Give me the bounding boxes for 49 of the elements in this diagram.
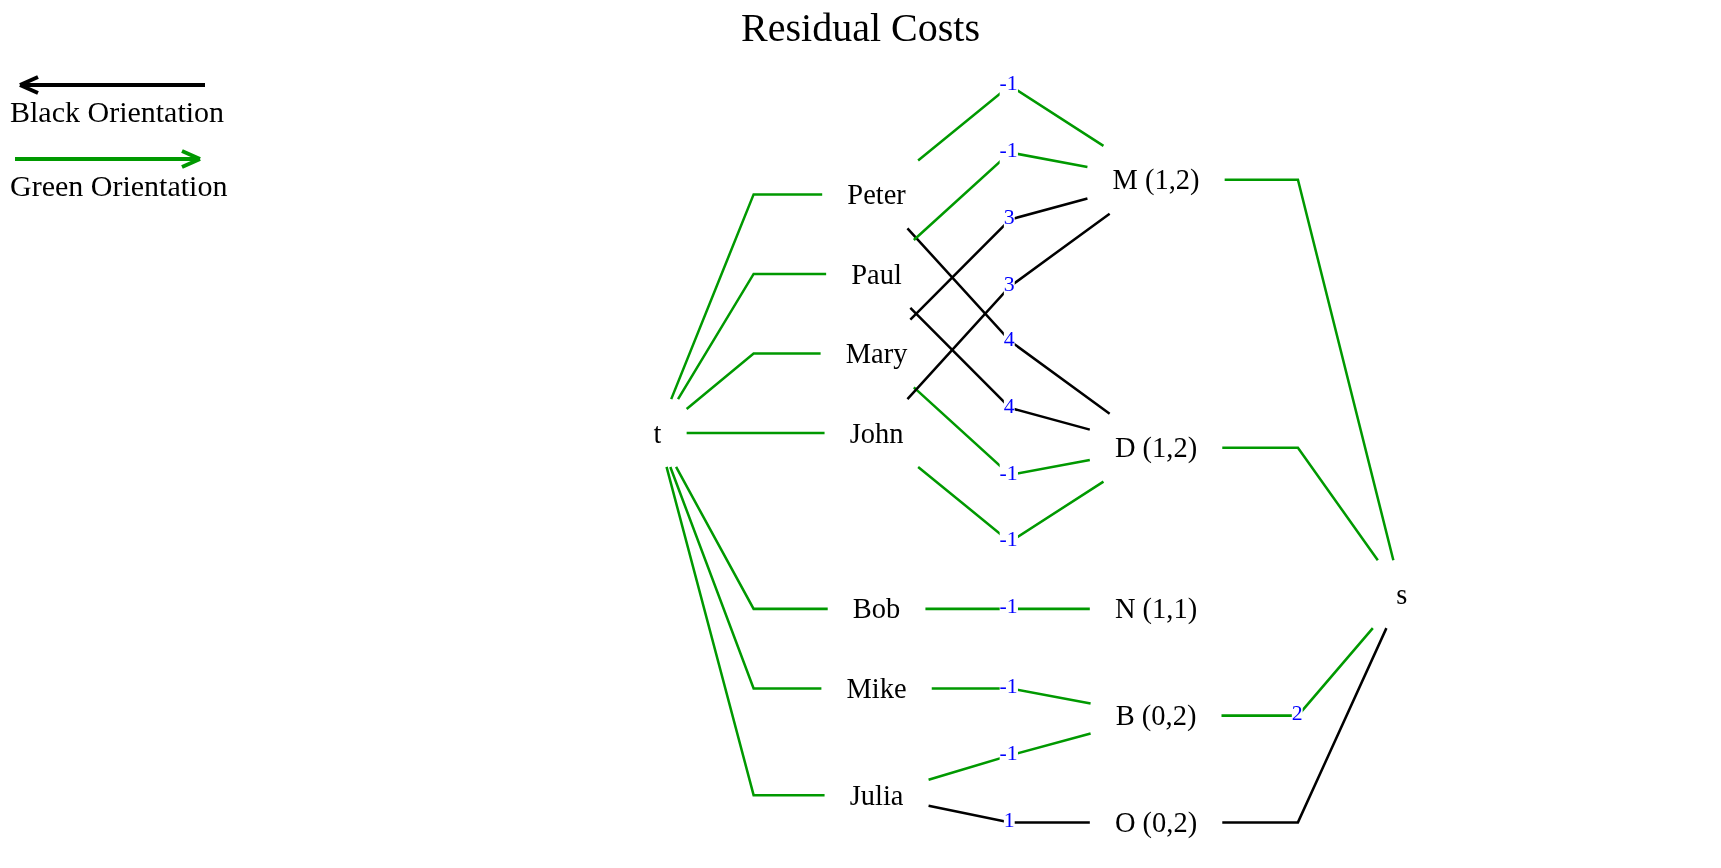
edge-label: 3 xyxy=(1003,271,1015,297)
connector xyxy=(909,197,1088,321)
node-text: John xyxy=(849,417,904,449)
edge-label: 2 xyxy=(1291,700,1303,726)
node-text: Bob xyxy=(852,593,901,625)
edge-label: -1 xyxy=(999,460,1018,485)
connector xyxy=(1222,446,1379,562)
node-text: D (1,2) xyxy=(1114,432,1198,464)
node-text: Peter xyxy=(847,178,906,210)
node-text: B (0,2) xyxy=(1115,700,1197,732)
edge-label: 4 xyxy=(1003,393,1015,418)
edge-label: -1 xyxy=(999,527,1018,552)
connector xyxy=(665,466,825,797)
edge-label: -1 xyxy=(999,594,1018,619)
edge-label: -1 xyxy=(999,137,1018,163)
connector xyxy=(913,386,1091,477)
diagram-title: Residual Costs xyxy=(740,4,981,51)
node-text: Mike xyxy=(846,672,907,704)
connector xyxy=(1222,627,1388,824)
legend-text: Black Orientation xyxy=(10,95,226,129)
node-text: t xyxy=(653,417,662,449)
connector xyxy=(925,607,1090,611)
node-text: O (0,2) xyxy=(1114,806,1198,838)
legend-text: Green Orientation xyxy=(10,169,229,203)
node-text: Mary xyxy=(845,337,908,369)
connector xyxy=(913,151,1088,241)
edge-label: -1 xyxy=(999,70,1018,96)
connector xyxy=(928,804,1090,824)
node-text: s xyxy=(1396,578,1408,610)
edge-label: 1 xyxy=(1003,807,1015,833)
connector xyxy=(686,431,825,435)
connector xyxy=(669,466,822,690)
edge-label: 4 xyxy=(1003,326,1015,351)
edge-label: -1 xyxy=(999,673,1018,699)
node-text: N (1,1) xyxy=(1114,593,1198,625)
connector xyxy=(909,306,1091,431)
connector xyxy=(931,687,1091,705)
connector xyxy=(676,272,827,400)
connector xyxy=(670,193,823,400)
edge-label: -1 xyxy=(999,740,1018,766)
node-text: M (1,2) xyxy=(1112,164,1200,196)
connector xyxy=(928,732,1091,781)
connector xyxy=(1224,178,1395,561)
connector xyxy=(675,466,828,611)
edge-label: 3 xyxy=(1003,204,1015,230)
connector xyxy=(685,352,821,410)
node-text: Julia xyxy=(849,779,904,811)
connector xyxy=(1221,627,1374,717)
node-text: Paul xyxy=(851,258,902,290)
